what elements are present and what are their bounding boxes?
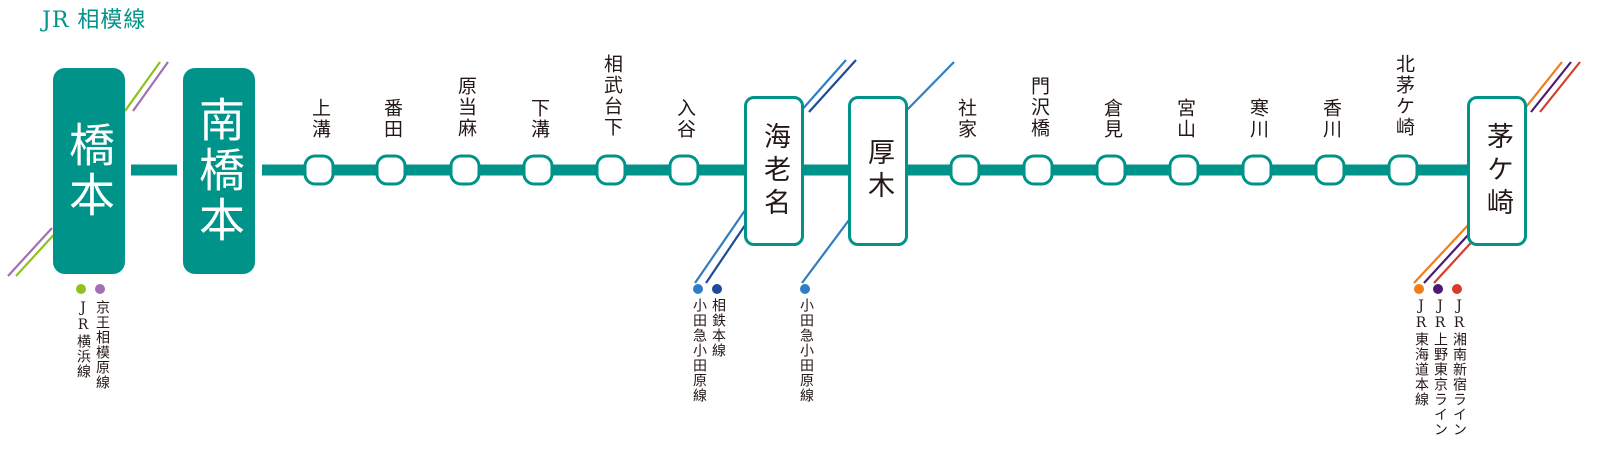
conn-dot-atsugi-odakyu	[800, 284, 810, 294]
conn-label-ebina-sotetsu: 相鉄本線	[710, 298, 726, 358]
diag-ebina-sotetsu-top	[808, 59, 857, 113]
diag-hashimoto-keio	[7, 227, 53, 277]
diag-hashimoto-yokohama-top	[124, 61, 161, 112]
conn-dot-ebina-sotetsu	[712, 284, 722, 294]
station-name-kurami: 倉見	[1101, 98, 1123, 140]
conn-label-atsugi-odakyu: 小田急小田原線	[798, 298, 814, 403]
terminal-hashimoto[interactable]: 橋本	[53, 68, 125, 274]
station-name-kagawa: 香川	[1320, 98, 1342, 140]
conn-label-hashimoto-keio: 京王相模原線	[94, 300, 110, 390]
station-marker-kagawa	[1314, 154, 1346, 186]
conn-dot-hashimoto-yokohama	[76, 284, 86, 294]
diag-chigasaki-uenotokyo-top	[1530, 61, 1572, 113]
station-name-samukawa: 寒川	[1247, 98, 1269, 140]
station-marker-kitachigasaki	[1387, 154, 1419, 186]
diag-chigasaki-tokaido-top	[1521, 61, 1563, 113]
diag-hashimoto-keio-top	[132, 61, 169, 112]
station-name-kitachigasaki: 北茅ケ崎	[1393, 54, 1415, 138]
conn-label-hashimoto-yokohama: JR横浜線	[75, 300, 91, 379]
conn-label-chigasaki-tokaido: JR東海道本線	[1413, 298, 1429, 407]
diag-hashimoto-yokohama	[15, 227, 61, 277]
station-box-chigasaki[interactable]: 茅ケ崎	[1467, 96, 1527, 246]
station-name-iriya: 入谷	[674, 98, 696, 140]
conn-dot-ebina-odakyu	[693, 284, 703, 294]
diag-ebina-odakyu-top	[799, 59, 847, 113]
conn-dot-chigasaki-uenotokyo	[1433, 284, 1443, 294]
station-name-banda: 番田	[381, 98, 403, 140]
conn-label-chigasaki-shonanshinjuku: JR湘南新宿ライン	[1451, 298, 1467, 437]
station-name-kamimizo: 上溝	[309, 98, 331, 140]
diag-ebina-odakyu	[694, 205, 749, 284]
station-box-chigasaki-name: 茅ケ崎	[1482, 121, 1513, 221]
station-box-ebina-name: 海老名	[759, 121, 790, 221]
conn-dot-chigasaki-shonan	[1452, 284, 1462, 294]
station-marker-samukawa	[1241, 154, 1273, 186]
station-marker-shimomizo	[522, 154, 554, 186]
line-title: JR 相模線	[42, 8, 147, 33]
station-name-shimomizo: 下溝	[528, 98, 550, 140]
diag-chigasaki-shonan-top	[1539, 61, 1581, 113]
station-marker-iriya	[668, 154, 700, 186]
station-box-atsugi-name: 厚木	[863, 138, 894, 204]
diag-atsugi-odakyu	[801, 215, 853, 284]
station-marker-kadosawabashi	[1022, 154, 1054, 186]
conn-label-chigasaki-uenotokyo: JR上野東京ライン	[1432, 298, 1448, 437]
station-name-shake: 社家	[955, 98, 977, 140]
station-marker-shake	[949, 154, 981, 186]
terminal-hashimoto-name: 橋本	[62, 121, 116, 221]
station-marker-kamimizo	[303, 154, 335, 186]
station-marker-banda	[375, 154, 407, 186]
station-marker-miyayama	[1168, 154, 1200, 186]
station-box-ebina[interactable]: 海老名	[744, 96, 804, 246]
station-name-miyayama: 宮山	[1174, 98, 1196, 140]
station-marker-kuramI	[1095, 154, 1127, 186]
conn-label-ebina-odakyu: 小田急小田原線	[691, 298, 707, 403]
station-name-sagamidaishita: 相武台下	[601, 54, 623, 138]
conn-dot-chigasaki-tokaido	[1414, 284, 1424, 294]
station-marker-sagamiDaiShita	[595, 154, 627, 186]
station-box-atsugi[interactable]: 厚木	[848, 96, 908, 246]
diag-atsugi-odakyu-top	[904, 61, 955, 113]
terminal-minamihashimoto-name: 南橋本	[192, 96, 246, 246]
station-name-kadosawabashi: 門沢橋	[1028, 76, 1050, 139]
diag-chigasaki-tokaido	[1413, 221, 1472, 284]
terminal-minamihashimoto[interactable]: 南橋本	[183, 68, 255, 274]
station-name-harataima: 原当麻	[455, 76, 477, 139]
station-marker-harataima	[449, 154, 481, 186]
conn-dot-hashimoto-keio	[95, 284, 105, 294]
